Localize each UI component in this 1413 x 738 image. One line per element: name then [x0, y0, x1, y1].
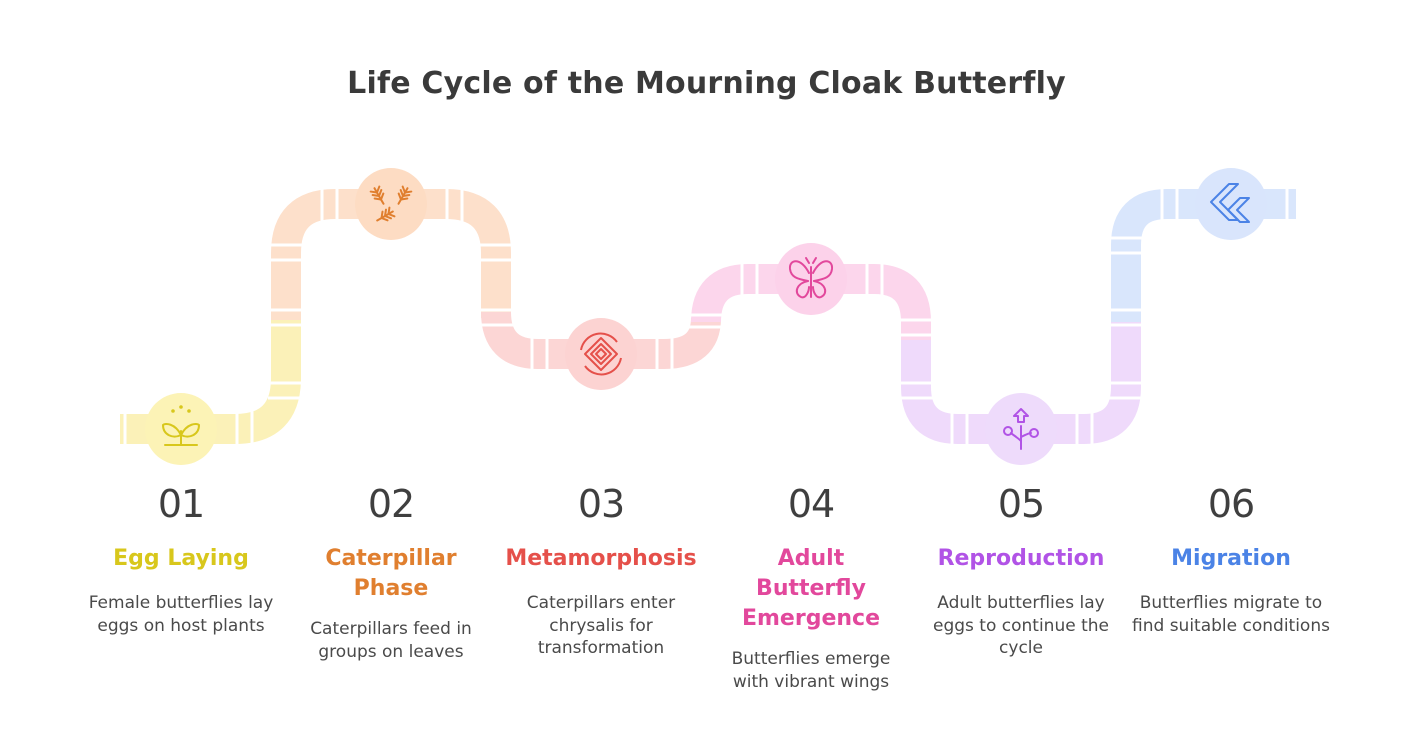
branch-arrow-icon — [1003, 408, 1039, 450]
pipe-segment-6 — [1111, 189, 1296, 322]
step-description-2: Caterpillars feed in groups on leaves — [310, 619, 472, 662]
step-title-6: Migration — [1171, 546, 1291, 571]
step-number-1: 01 — [157, 482, 205, 526]
step-number-3: 03 — [577, 482, 625, 526]
step-number-2: 02 — [367, 482, 415, 526]
step-description-5: Adult butterflies lay eggs to continue t… — [933, 593, 1109, 658]
page-title: Life Cycle of the Mourning Cloak Butterf… — [347, 66, 1066, 101]
step-title-2: Caterpillar Phase — [325, 546, 457, 601]
step-description-6: Butterflies migrate to find suitable con… — [1132, 593, 1330, 636]
step-description-4: Butterflies emerge with vibrant wings — [731, 649, 891, 692]
pipe-collars — [123, 186, 1289, 447]
migration-arrow-icon — [1210, 183, 1250, 223]
node-circle-3 — [565, 318, 637, 390]
step-description-3: Caterpillars enter chrysalis for transfo… — [526, 593, 676, 658]
chrysalis-icon — [580, 332, 622, 376]
step-number-6: 06 — [1207, 482, 1255, 526]
step-title-1: Egg Laying — [113, 546, 249, 571]
wheat-icon — [369, 185, 413, 222]
butterfly-icon — [788, 257, 834, 299]
node-circle-2 — [355, 168, 427, 240]
step-title-5: Reproduction — [937, 546, 1105, 571]
sprout-icon — [162, 405, 200, 446]
step-number-4: 04 — [787, 482, 835, 526]
pipe-segment-4 — [691, 264, 931, 345]
step-title-4: Adult Butterfly Emergence — [741, 546, 880, 631]
step-title-3: Metamorphosis — [505, 546, 697, 571]
step-description-1: Female butterflies lay eggs on host plan… — [88, 593, 274, 636]
node-circle-1 — [145, 393, 217, 465]
node-circle-6 — [1195, 168, 1267, 240]
step-number-5: 05 — [997, 482, 1045, 526]
